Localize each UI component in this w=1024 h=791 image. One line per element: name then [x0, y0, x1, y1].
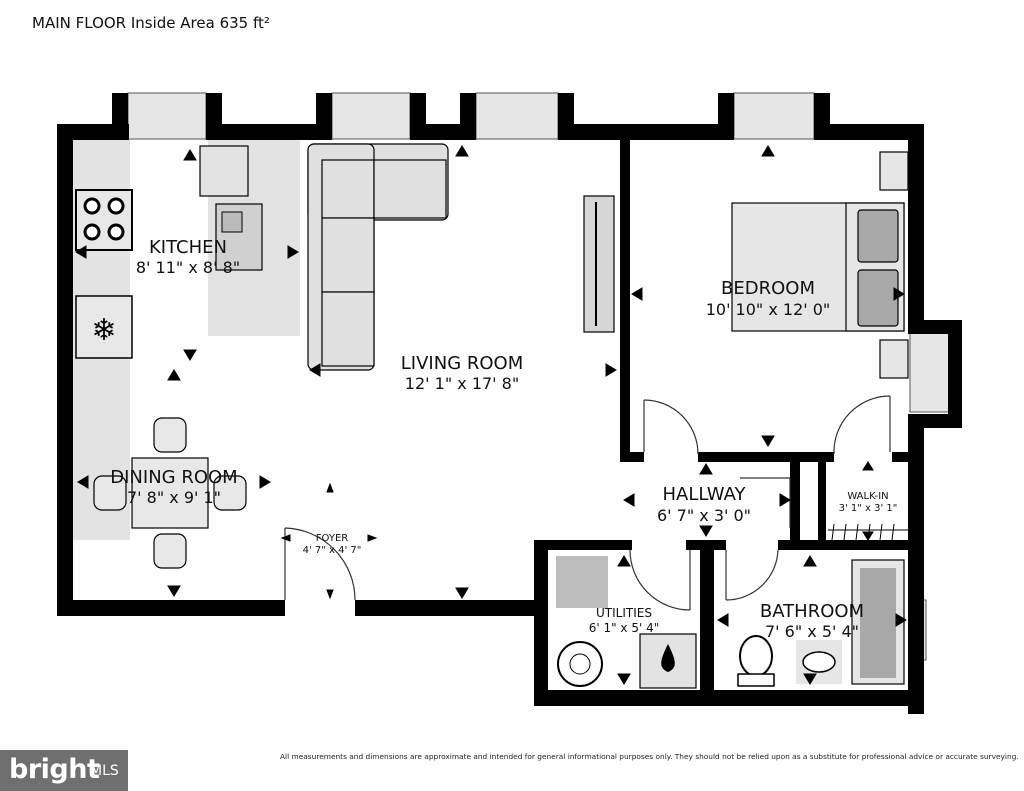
washer-icon: [557, 641, 603, 687]
room-name-bathroom: BATHROOM: [760, 601, 864, 622]
room-name-living: LIVING ROOM: [401, 353, 523, 374]
disclaimer-text: All measurements and dimensions are appr…: [280, 752, 1019, 761]
arrow-icon: [605, 363, 617, 377]
window-kitchen: [127, 92, 207, 140]
tv-console-icon: [583, 195, 615, 333]
room-name-foyer: FOYER: [316, 533, 349, 544]
door-bedroom: [643, 399, 699, 455]
window-bedroom: [733, 92, 815, 140]
room-dims-bedroom: 10' 10" x 12' 0": [706, 300, 831, 319]
arrow-icon: [862, 461, 874, 471]
arrow-icon: [280, 534, 291, 542]
room-name-walkin: WALK-IN: [847, 491, 888, 502]
arrow-icon: [455, 145, 469, 157]
arrow-icon: [862, 531, 874, 541]
sofa-icon: [307, 143, 449, 371]
room-name-kitchen: KITCHEN: [149, 237, 227, 258]
room-dims-foyer: 4' 7" x 4' 7": [303, 545, 362, 556]
arrow-icon: [893, 287, 905, 301]
snowflake-icon: ❄: [91, 313, 116, 348]
room-dims-kitchen: 8' 11" x 8' 8": [136, 258, 240, 277]
arrow-icon: [631, 287, 643, 301]
arrow-icon: [699, 463, 713, 475]
room-name-hallway: HALLWAY: [663, 484, 747, 505]
arrow-icon: [326, 589, 334, 600]
window-living-1: [331, 92, 411, 140]
arrow-icon: [77, 475, 89, 489]
arrow-icon: [259, 475, 271, 489]
room-dims-hallway: 6' 7" x 3' 0": [657, 506, 751, 525]
room-labels: KITCHEN 8' 11" x 8' 8" LIVING ROOM 12' 1…: [110, 237, 897, 641]
kitchen-appliances: ❄: [75, 145, 263, 359]
arrow-icon: [75, 245, 87, 259]
arrow-icon: [309, 363, 321, 377]
logo-suffix: MLS: [90, 763, 119, 779]
arrow-icon: [183, 149, 197, 161]
door-utilities: [629, 549, 691, 611]
bed-icon: [731, 151, 909, 379]
arrow-icon: [183, 349, 197, 361]
refrigerator-icon: [75, 295, 133, 359]
room-dims-bathroom: 7' 6" x 5' 4": [765, 622, 859, 641]
arrow-icon: [699, 525, 713, 537]
arrow-icon: [617, 555, 631, 567]
arrow-icon: [761, 145, 775, 157]
stove-icon: [75, 189, 133, 251]
dining-table-icon: [93, 417, 247, 569]
room-dims-utilities: 6' 1" x 5' 4": [589, 621, 660, 635]
arrow-icon: [455, 587, 469, 599]
walls: [57, 93, 962, 714]
arrow-icon: [367, 534, 378, 542]
room-name-utilities: UTILITIES: [596, 606, 652, 620]
arrow-icon: [326, 482, 334, 493]
arrow-icon: [167, 585, 181, 597]
door-foyer: [284, 527, 356, 601]
arrow-icon: [803, 555, 817, 567]
room-name-dining: DINING ROOM: [110, 467, 237, 488]
room-name-bedroom: BEDROOM: [721, 278, 815, 299]
room-dims-walkin: 3' 1" x 3' 1": [839, 503, 898, 514]
arrow-icon: [167, 369, 181, 381]
arrow-icon: [761, 435, 775, 447]
arrow-icon: [717, 613, 729, 627]
arrow-icon: [287, 245, 299, 259]
arrow-icon: [617, 673, 631, 685]
arrow-icon: [895, 613, 907, 627]
nightstand-icon: [879, 151, 909, 191]
room-dims-living: 12' 1" x 17' 8": [405, 374, 519, 393]
window-living-2: [475, 92, 559, 140]
plan-title: MAIN FLOOR Inside Area 635 ft²: [32, 14, 270, 32]
doors: [284, 395, 891, 611]
dimension-arrows: [75, 145, 907, 685]
bright-mls-logo: bright MLS: [0, 750, 128, 791]
arrow-icon: [803, 673, 817, 685]
arrow-icon: [623, 493, 635, 507]
door-walkin-area: [833, 395, 891, 455]
stool-icon: [199, 145, 249, 197]
door-walkin: [740, 477, 791, 528]
floor-plan: ❄: [57, 92, 962, 714]
utilities-fixtures: [556, 556, 697, 689]
water-heater-icon: [556, 556, 608, 608]
room-dims-dining: 7' 8" x 9' 1": [127, 488, 221, 507]
logo-wordmark: bright: [9, 754, 100, 785]
arrow-icon: [779, 493, 791, 507]
bathroom-fixtures: [737, 559, 905, 687]
nightstand-icon: [879, 339, 909, 379]
door-bathroom: [725, 549, 779, 601]
toilet-icon: [739, 635, 773, 677]
